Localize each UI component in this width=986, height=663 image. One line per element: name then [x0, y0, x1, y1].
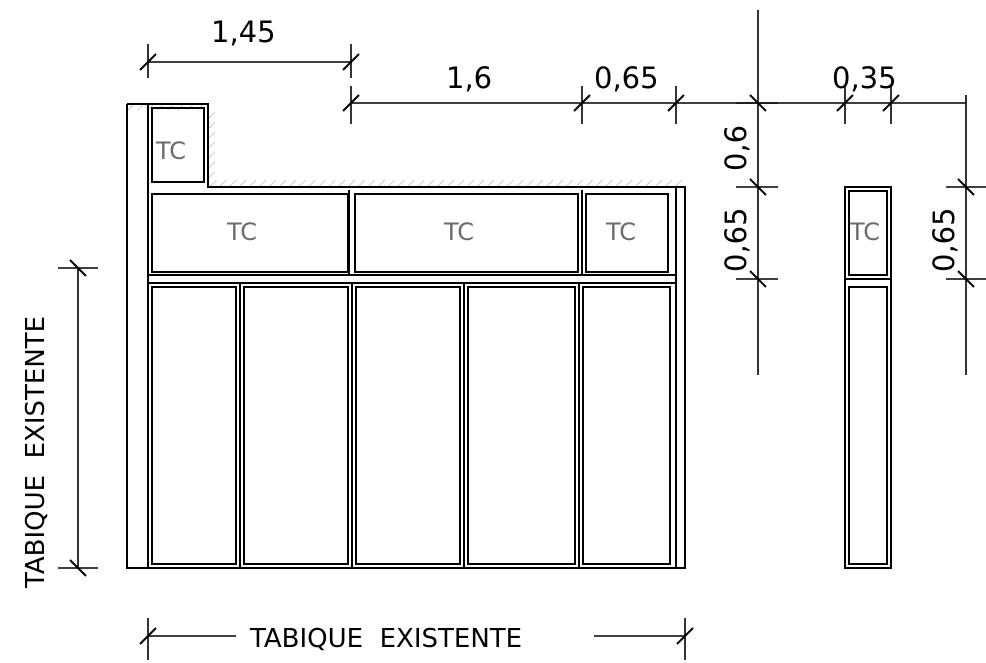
- dimension-top-right: 1,6 0,65 0,35: [342, 61, 966, 124]
- dim-label-right: 0,65: [594, 61, 659, 95]
- upper-panels: [151, 107, 669, 275]
- existing-wall-bottom: TABIQUE EXISTENTE: [139, 618, 694, 660]
- dimension-top-left: 1,45: [139, 15, 360, 78]
- main-cabinet: [126, 103, 686, 569]
- dim-label-top-left: 1,45: [211, 15, 276, 49]
- dim-label-side-width: 0,35: [832, 61, 897, 95]
- dimension-vertical-main: 0,6 0,65: [719, 10, 778, 375]
- dim-label-side-height: 0,65: [927, 207, 961, 272]
- side-view: [844, 186, 892, 569]
- dim-label-upper-height: 0,6: [719, 125, 753, 171]
- existing-wall-left: TABIQUE EXISTENTE: [21, 259, 98, 589]
- tc-labels: TC TC TC TC TC: [155, 137, 880, 246]
- tc-label-upper-3: TC: [605, 218, 636, 246]
- existing-wall-left-label: TABIQUE EXISTENTE: [21, 316, 51, 589]
- dim-label-mid: 1,6: [446, 61, 492, 95]
- tc-label-upper-2: TC: [443, 218, 474, 246]
- tc-label-corner: TC: [155, 137, 186, 165]
- dim-label-lower-height: 0,65: [719, 207, 753, 272]
- tc-label-upper-1: TC: [226, 218, 257, 246]
- lower-panels: [151, 283, 671, 568]
- dimension-vertical-side: 0,65: [927, 95, 986, 375]
- existing-wall-hatching: [126, 103, 684, 187]
- tc-label-side: TC: [849, 218, 880, 246]
- existing-wall-bottom-label: TABIQUE EXISTENTE: [249, 624, 522, 654]
